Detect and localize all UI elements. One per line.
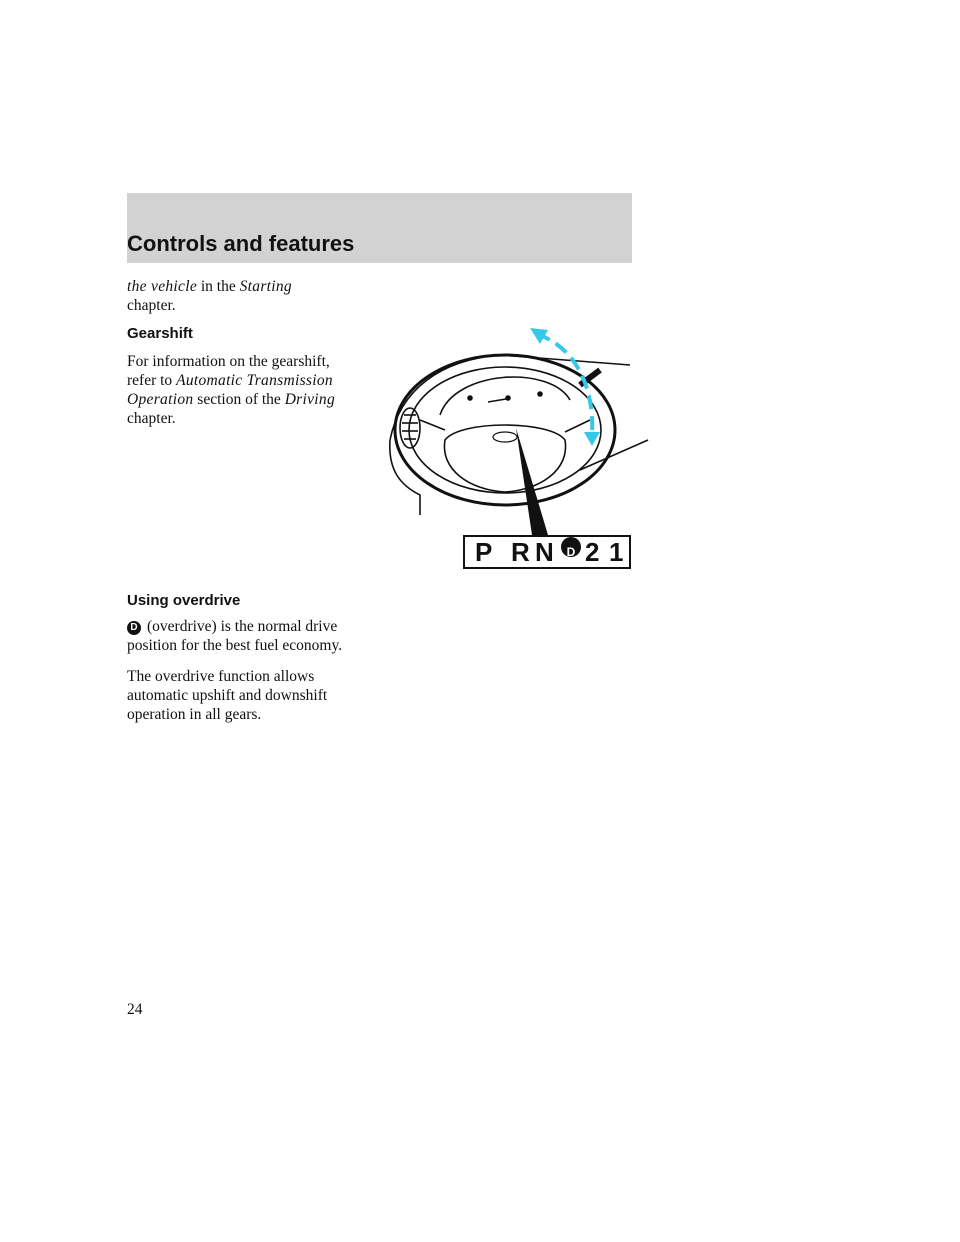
overdrive-p2-line2: automatic upshift and downshift [127, 687, 328, 704]
intro-italic-vehicle: the vehicle [127, 278, 197, 295]
overdrive-paragraph-2: The overdrive function allows automatic … [127, 667, 387, 724]
gear-1: 1 [609, 537, 624, 567]
dashboard-right-line [579, 439, 649, 471]
wheel-spokes [419, 419, 591, 433]
instrument-cluster-hood [439, 376, 571, 416]
intro-line2: chapter. [127, 297, 176, 314]
dashboard-left-edge [389, 439, 421, 515]
intro-italic-starting: Starting [239, 278, 292, 295]
overdrive-paragraph-1: D (overdrive) is the normal drive positio… [127, 617, 397, 655]
gear-position-indicator: P R N D 2 1 [463, 535, 631, 569]
gear-r: R [511, 537, 530, 567]
left-air-vent [399, 407, 421, 449]
intro-paragraph: the vehicle in the Starting chapter. [127, 277, 387, 315]
ford-logo [492, 431, 518, 443]
gear-indicator-pointer [516, 428, 548, 535]
shift-arrow-head-top [530, 328, 548, 344]
gearshift-line3-mid: section of the [193, 391, 285, 408]
overdrive-p2-line1: The overdrive function allows [127, 668, 315, 685]
gearshift-heading: Gearshift [127, 325, 193, 342]
gearshift-line4: chapter. [127, 410, 176, 427]
gearshift-line2-pre: refer to [127, 372, 177, 389]
steering-wheel-illustration [389, 328, 649, 535]
overdrive-d-icon: D [127, 621, 141, 635]
overdrive-p1-line2: position for the best fuel economy. [127, 637, 343, 654]
intro-text: in the [197, 278, 240, 295]
gear-2: 2 [585, 537, 600, 567]
gearshift-italic-operation: Operation [127, 391, 194, 408]
gearshift-paragraph: For information on the gearshift, refer … [127, 352, 387, 428]
chapter-header-band: Controls and features [127, 193, 632, 263]
overdrive-heading: Using overdrive [127, 592, 241, 609]
gear-overdrive-d: D [561, 537, 581, 559]
gearshift-line1: For information on the gearshift, [127, 353, 330, 370]
steering-wheel-inner-rim [408, 366, 602, 494]
steering-hub [443, 424, 567, 493]
shift-arrow-head-bottom [584, 432, 600, 446]
page-number: 24 [127, 1001, 143, 1018]
gear-p: P [475, 537, 493, 567]
gear-n: N [535, 537, 554, 567]
shift-motion-arrow [536, 332, 595, 436]
gearshift-italic-auto: Automatic Transmission [176, 372, 333, 389]
overdrive-p1-line1: (overdrive) is the normal drive [147, 618, 338, 635]
overdrive-p2-line3: operation in all gears. [127, 706, 262, 723]
gearshift-italic-driving: Driving [284, 391, 336, 408]
chapter-title: Controls and features [127, 231, 355, 256]
steering-wheel-rim [393, 353, 617, 507]
